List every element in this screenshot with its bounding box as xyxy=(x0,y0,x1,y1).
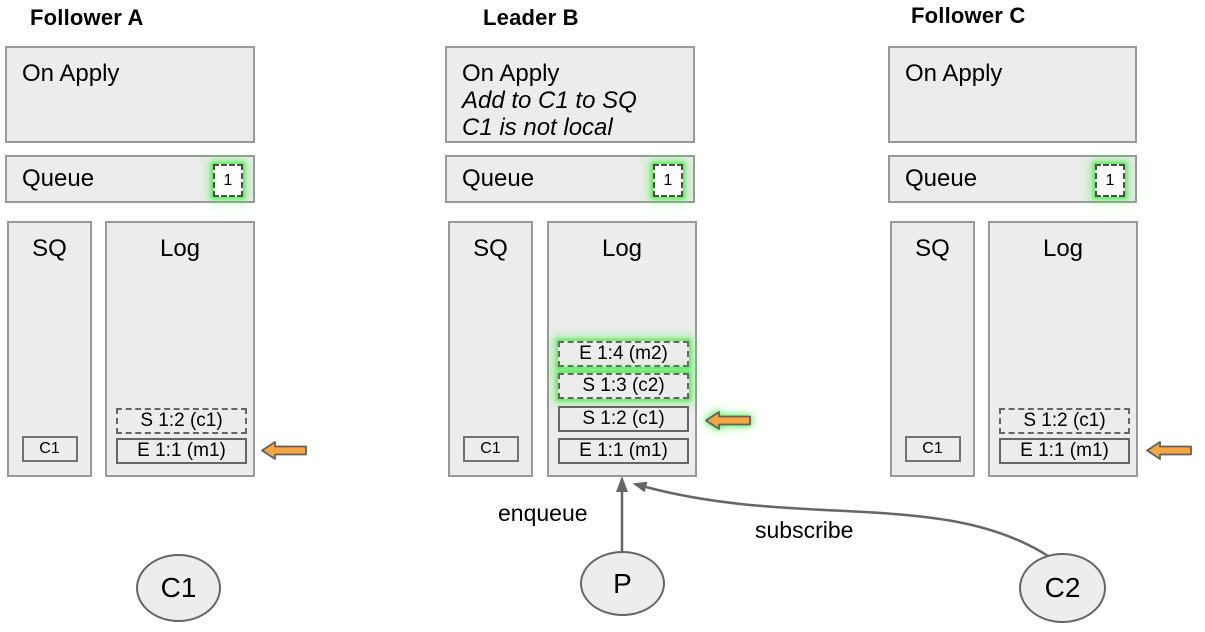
sq-label: SQ xyxy=(32,235,67,262)
on-apply-box: On Apply Add to C1 to SQ C1 is not local xyxy=(445,46,695,143)
column-title: Leader B xyxy=(483,5,579,30)
enqueue-label: enqueue xyxy=(498,500,588,526)
on-apply-text: On Apply xyxy=(905,60,1003,87)
column-title: Follower C xyxy=(911,3,1026,28)
log-entry: S 1:3 (c2) xyxy=(558,373,689,399)
on-apply-text: C1 is not local xyxy=(462,114,613,141)
log-entry: S 1:2 (c1) xyxy=(116,408,247,434)
orange-left-arrow-icon xyxy=(261,440,307,461)
node-leader-b: Leader B On Apply Add to C1 to SQ C1 is … xyxy=(445,0,697,632)
sq-item-c1: C1 xyxy=(21,436,78,462)
sq-box: SQ C1 xyxy=(7,221,92,477)
sq-label: SQ xyxy=(473,235,508,262)
subscribe-label: subscribe xyxy=(755,517,854,543)
sq-box: SQ C1 xyxy=(448,221,533,477)
log-box: Log S 1:2 (c1) E 1:1 (m1) xyxy=(988,221,1138,477)
sq-box: SQ C1 xyxy=(890,221,975,477)
actor-c1: C1 xyxy=(136,554,221,622)
node-follower-c: Follower C On Apply Queue 1 SQ C1 Log S … xyxy=(888,0,1138,632)
log-entry: S 1:2 (c1) xyxy=(999,408,1130,434)
column-title: Follower A xyxy=(30,5,144,30)
log-label: Log xyxy=(159,235,201,262)
queue-count-badge: 1 xyxy=(213,164,243,197)
queue-count-badge: 1 xyxy=(653,164,683,197)
log-entry: E 1:1 (m1) xyxy=(999,438,1130,464)
queue-count-badge: 1 xyxy=(1095,164,1125,197)
log-entry: E 1:4 (m2) xyxy=(558,341,689,367)
log-label: Log xyxy=(1042,235,1084,262)
on-apply-text: On Apply xyxy=(22,60,120,87)
sq-item-c1: C1 xyxy=(462,436,519,462)
orange-left-arrow-glow-icon xyxy=(705,410,751,431)
on-apply-text: Add to C1 to SQ xyxy=(462,87,637,114)
on-apply-box: On Apply xyxy=(888,46,1137,143)
queue-label: Queue xyxy=(462,165,535,192)
queue-box: Queue 1 xyxy=(5,155,255,203)
log-label: Log xyxy=(601,235,643,262)
log-entry: E 1:1 (m1) xyxy=(116,438,247,464)
queue-label: Queue xyxy=(905,165,978,192)
node-follower-a: Follower A On Apply Queue 1 SQ C1 Log S … xyxy=(5,0,255,632)
actor-c2: C2 xyxy=(1019,553,1106,623)
queue-box: Queue 1 xyxy=(445,155,695,203)
log-box: Log S 1:2 (c1) E 1:1 (m1) xyxy=(105,221,255,477)
log-box: Log E 1:4 (m2) S 1:3 (c2) S 1:2 (c1) E 1… xyxy=(547,221,697,477)
sq-item-c1: C1 xyxy=(904,436,961,462)
on-apply-box: On Apply xyxy=(5,46,255,143)
on-apply-text: On Apply xyxy=(462,60,560,87)
queue-label: Queue xyxy=(22,165,95,192)
log-entry: E 1:1 (m1) xyxy=(558,438,689,464)
orange-left-arrow-icon xyxy=(1146,440,1192,461)
sq-label: SQ xyxy=(915,235,950,262)
log-entry: S 1:2 (c1) xyxy=(558,406,689,432)
queue-box: Queue 1 xyxy=(888,155,1137,203)
actor-p: P xyxy=(580,551,665,616)
